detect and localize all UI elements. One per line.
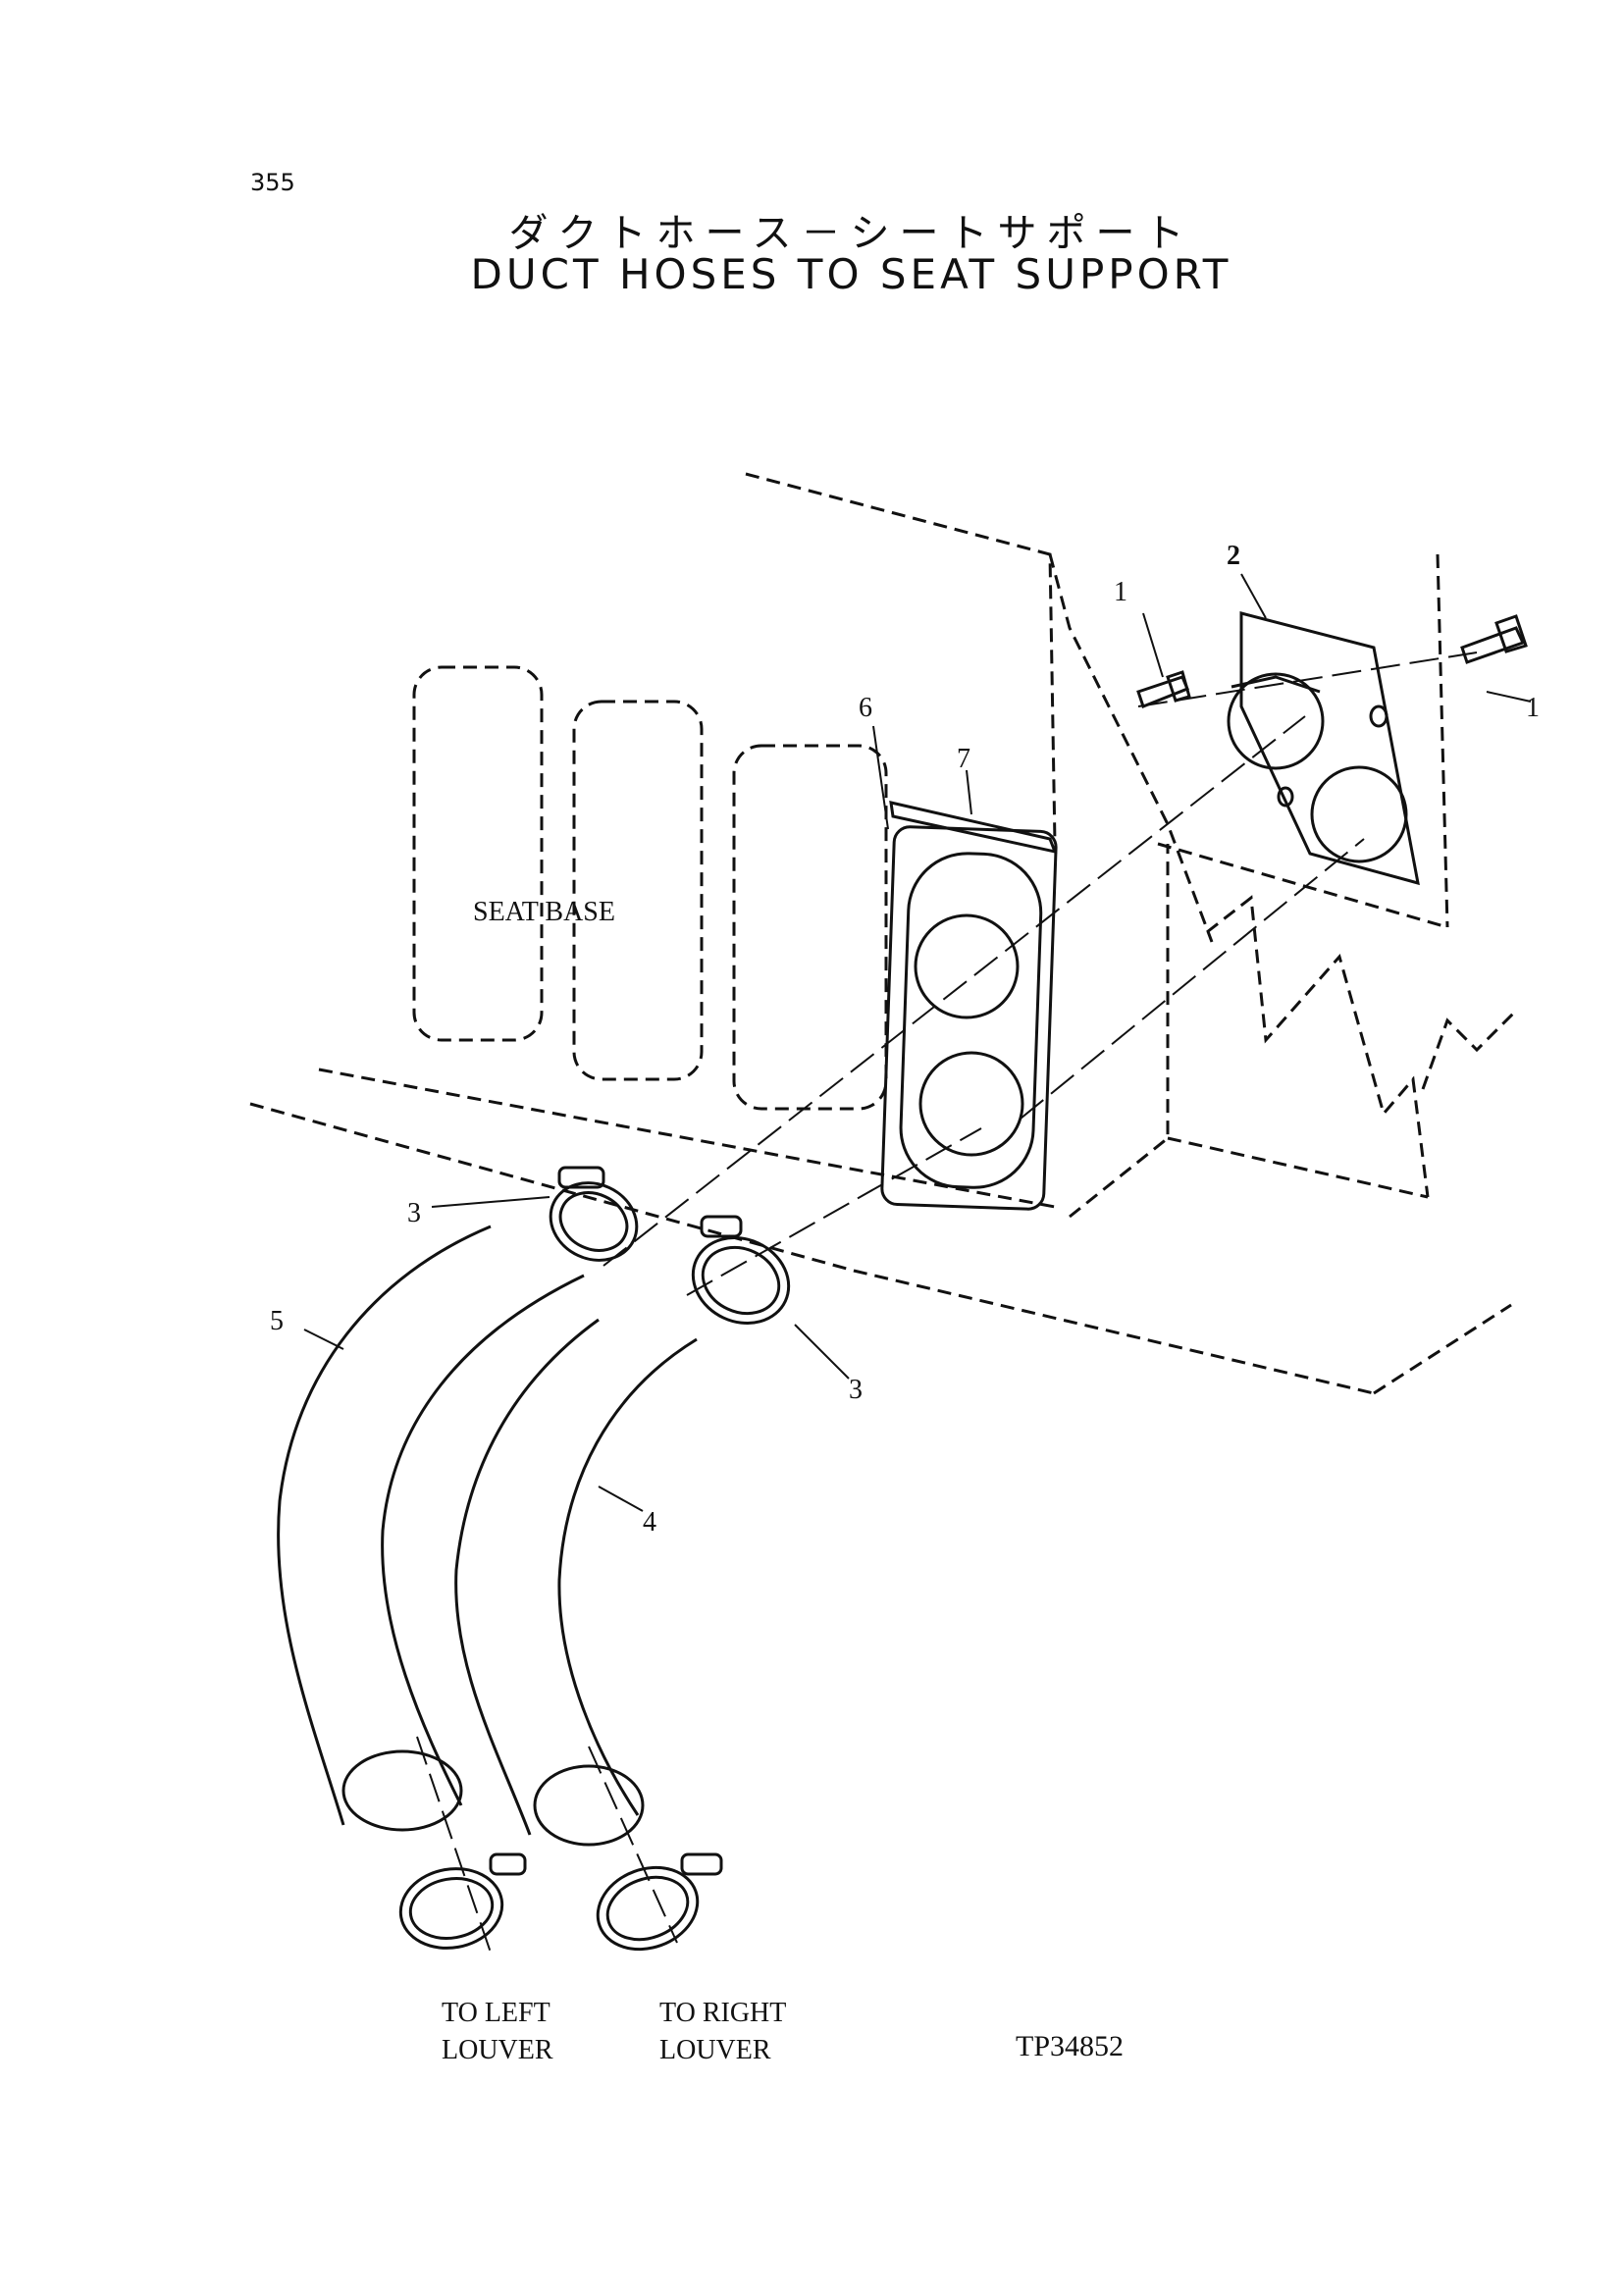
hose-clamp-upper-left xyxy=(549,1166,639,1262)
callout-6: 6 xyxy=(859,693,872,723)
gasket-part xyxy=(880,801,1058,1211)
to-right-louver-label-line1: TO RIGHT xyxy=(659,1998,786,2028)
page-number: 355 xyxy=(250,169,295,196)
callout-3-right: 3 xyxy=(849,1375,863,1405)
callout-3-left: 3 xyxy=(407,1198,421,1228)
drawing-number: TP34852 xyxy=(1016,2030,1124,2062)
mounting-plate-part xyxy=(1227,611,1420,886)
callout-2: 2 xyxy=(1227,541,1240,571)
to-left-louver-label-line2: LOUVER xyxy=(442,2035,553,2065)
diagram-labels: SEAT BASE TO LEFT LOUVER TO RIGHT LOUVER… xyxy=(442,897,1124,2065)
page-title-japanese: ダクトホース－シートサポート xyxy=(508,211,1194,256)
seat-base-label: SEAT BASE xyxy=(473,897,615,927)
page-title-english: DUCT HOSES TO SEAT SUPPORT xyxy=(470,250,1232,298)
to-right-louver-label-line2: LOUVER xyxy=(659,2035,771,2065)
callout-4: 4 xyxy=(643,1507,656,1538)
to-left-louver-label-line1: TO LEFT xyxy=(442,1998,550,2028)
callout-5: 5 xyxy=(270,1306,284,1336)
duct-hose-left xyxy=(277,1225,585,1832)
callout-numbers: 1 1 2 3 3 4 5 6 7 xyxy=(270,541,1540,1538)
hose-clamp-lower-left xyxy=(398,1852,527,1950)
callout-7: 7 xyxy=(957,744,970,774)
duct-hose-right xyxy=(454,1318,698,1847)
bolt-right xyxy=(1460,614,1528,664)
callout-1-left: 1 xyxy=(1114,577,1127,607)
callout-1-right: 1 xyxy=(1526,693,1540,723)
bolt-left xyxy=(1136,670,1191,708)
hose-clamp-lower-right xyxy=(596,1852,723,1952)
seat-base-outline xyxy=(249,472,1518,1395)
hose-clamp-upper-right xyxy=(691,1215,791,1326)
assembly-center-lines xyxy=(416,652,1478,1954)
callout-leader-lines xyxy=(303,573,1532,1512)
